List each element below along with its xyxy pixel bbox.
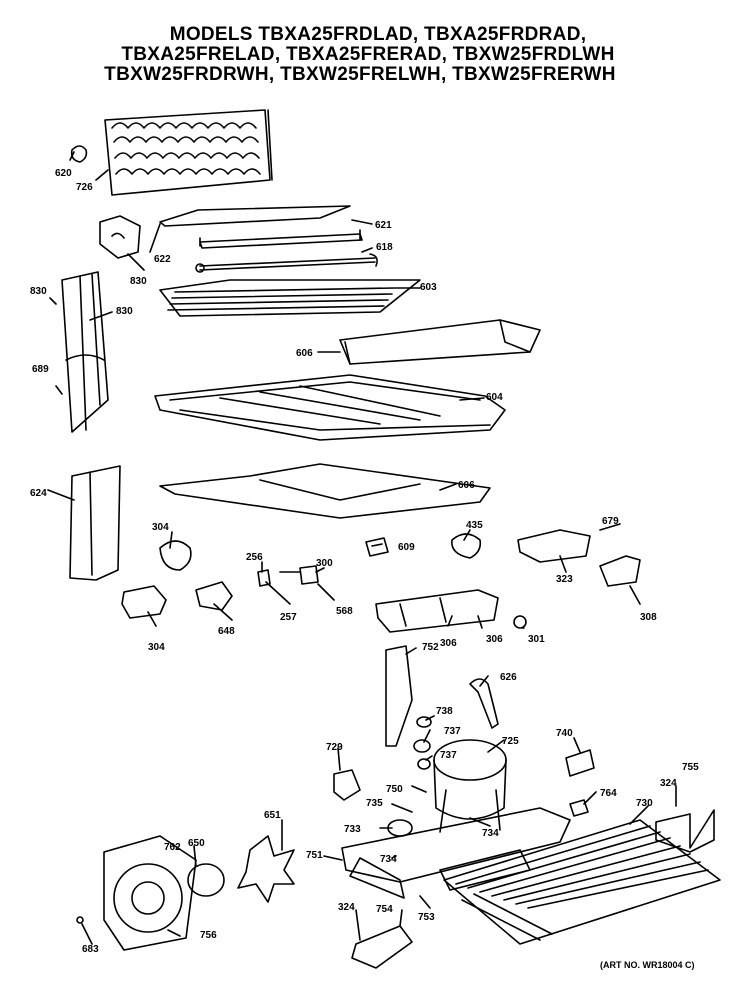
label-622: 622 bbox=[154, 254, 171, 265]
label-651: 651 bbox=[264, 810, 281, 821]
label-324-right: 324 bbox=[660, 778, 677, 789]
label-301: 301 bbox=[528, 634, 545, 645]
label-621: 621 bbox=[375, 220, 392, 231]
label-306-right: 306 bbox=[486, 634, 503, 645]
label-304-bottom: 304 bbox=[148, 642, 165, 653]
label-568: 568 bbox=[336, 606, 353, 617]
part-726-coil bbox=[104, 109, 273, 196]
label-752: 752 bbox=[422, 642, 439, 653]
label-620: 620 bbox=[55, 168, 72, 179]
part-725-compressor bbox=[433, 739, 507, 833]
label-650: 650 bbox=[188, 838, 205, 849]
label-606-pan: 606 bbox=[458, 480, 475, 491]
label-755: 755 bbox=[682, 762, 699, 773]
label-738: 738 bbox=[436, 706, 453, 717]
models-title-line-2: TBXA25FRELAD, TBXA25FRERAD, TBXW25FRDLWH bbox=[121, 44, 615, 65]
label-626: 626 bbox=[500, 672, 517, 683]
part-603-shelf bbox=[159, 279, 421, 317]
label-603: 603 bbox=[420, 282, 437, 293]
label-730: 730 bbox=[636, 798, 653, 809]
label-830-channel: 830 bbox=[116, 306, 133, 317]
label-733: 733 bbox=[344, 824, 361, 835]
label-323: 323 bbox=[556, 574, 573, 585]
label-740: 740 bbox=[556, 728, 573, 739]
label-737-bottom: 737 bbox=[440, 750, 457, 761]
label-300: 300 bbox=[316, 558, 333, 569]
label-756: 756 bbox=[200, 930, 217, 941]
label-754: 754 bbox=[376, 904, 393, 915]
label-609: 609 bbox=[398, 542, 415, 553]
label-435: 435 bbox=[466, 520, 483, 531]
label-306-left: 306 bbox=[440, 638, 457, 649]
label-735: 735 bbox=[366, 798, 383, 809]
label-734-right: 734 bbox=[482, 828, 499, 839]
label-830-bracket: 830 bbox=[130, 276, 147, 287]
label-764: 764 bbox=[600, 788, 617, 799]
part-number-labels: 620 726 621 622 618 830 830 603 830 606 … bbox=[30, 168, 699, 955]
label-729: 729 bbox=[326, 742, 343, 753]
label-725: 725 bbox=[502, 736, 519, 747]
label-751: 751 bbox=[306, 850, 323, 861]
art-number: (ART NO. WR18004 C) bbox=[600, 960, 695, 970]
label-256: 256 bbox=[246, 552, 263, 563]
label-257: 257 bbox=[280, 612, 297, 623]
label-683: 683 bbox=[82, 944, 99, 955]
label-830-left: 830 bbox=[30, 286, 47, 297]
part-730-condenser bbox=[443, 819, 721, 945]
part-604-pan bbox=[154, 374, 506, 441]
label-753: 753 bbox=[418, 912, 435, 923]
label-304-top: 304 bbox=[152, 522, 169, 533]
label-679: 679 bbox=[602, 516, 619, 527]
label-604: 604 bbox=[486, 392, 503, 403]
label-324-bottom: 324 bbox=[338, 902, 355, 913]
label-689: 689 bbox=[32, 364, 49, 375]
models-title-line-3: TBXW25FRDRWH, TBXW25FRELWH, TBXW25FRERWH bbox=[104, 64, 616, 85]
label-750: 750 bbox=[386, 784, 403, 795]
label-606-cover: 606 bbox=[296, 348, 313, 359]
label-648: 648 bbox=[218, 626, 235, 637]
label-737-top: 737 bbox=[444, 726, 461, 737]
label-726: 726 bbox=[76, 182, 93, 193]
label-734-left: 734 bbox=[380, 854, 397, 865]
label-308: 308 bbox=[640, 612, 657, 623]
label-624: 624 bbox=[30, 488, 47, 499]
models-title-line-1: MODELS TBXA25FRDLAD, TBXA25FRDRAD, bbox=[169, 24, 587, 45]
label-618: 618 bbox=[376, 242, 393, 253]
label-762: 762 bbox=[164, 842, 181, 853]
